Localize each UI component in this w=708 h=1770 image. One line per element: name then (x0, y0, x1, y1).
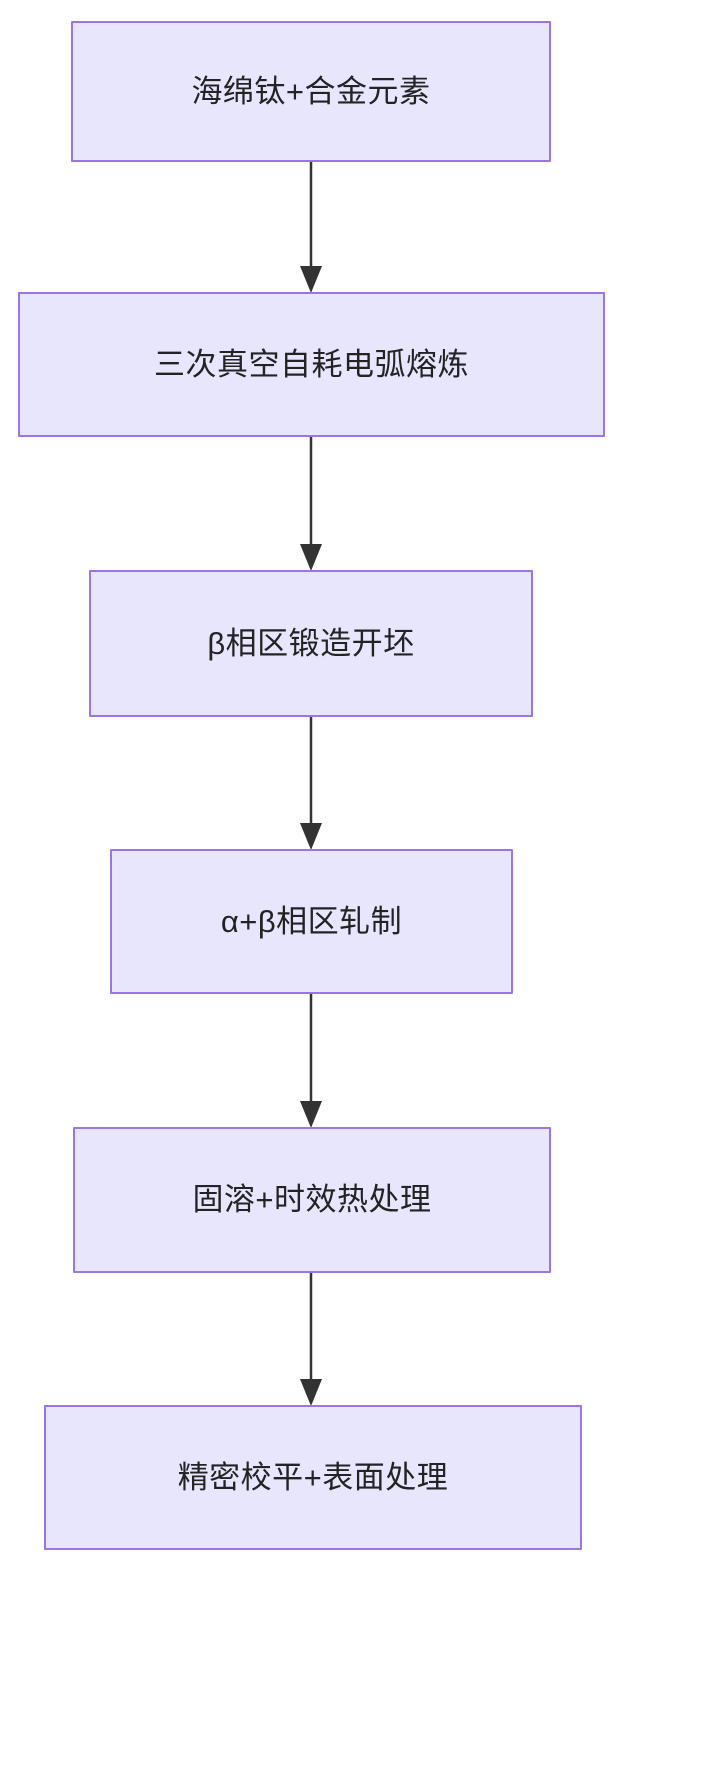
flow-edge-n4-n5 (291, 992, 331, 1131)
flow-node-label: 精密校平+表面处理 (177, 1459, 449, 1495)
flow-node-alpha-beta-rolling[interactable]: α+β相区轧制 (110, 849, 513, 994)
flow-node-label: 三次真空自耗电弧熔炼 (154, 346, 469, 382)
flow-node-vacuum-arc-melting[interactable]: 三次真空自耗电弧熔炼 (18, 292, 605, 437)
flow-node-raw-material[interactable]: 海绵钛+合金元素 (71, 21, 551, 162)
flow-node-label: 海绵钛+合金元素 (191, 73, 431, 109)
flow-edge-n5-n6 (291, 1271, 331, 1409)
flow-edge-n3-n4 (291, 715, 331, 853)
flow-edge-n1-n2 (291, 160, 331, 296)
flow-node-leveling-surface-treatment[interactable]: 精密校平+表面处理 (44, 1405, 582, 1550)
flow-edge-n2-n3 (291, 435, 331, 574)
flow-node-label: α+β相区轧制 (220, 903, 403, 939)
flow-node-beta-forging[interactable]: β相区锻造开坯 (89, 570, 533, 717)
flow-node-label: β相区锻造开坯 (207, 625, 415, 661)
flow-node-heat-treatment[interactable]: 固溶+时效热处理 (73, 1127, 551, 1273)
flow-node-label: 固溶+时效热处理 (192, 1182, 432, 1218)
